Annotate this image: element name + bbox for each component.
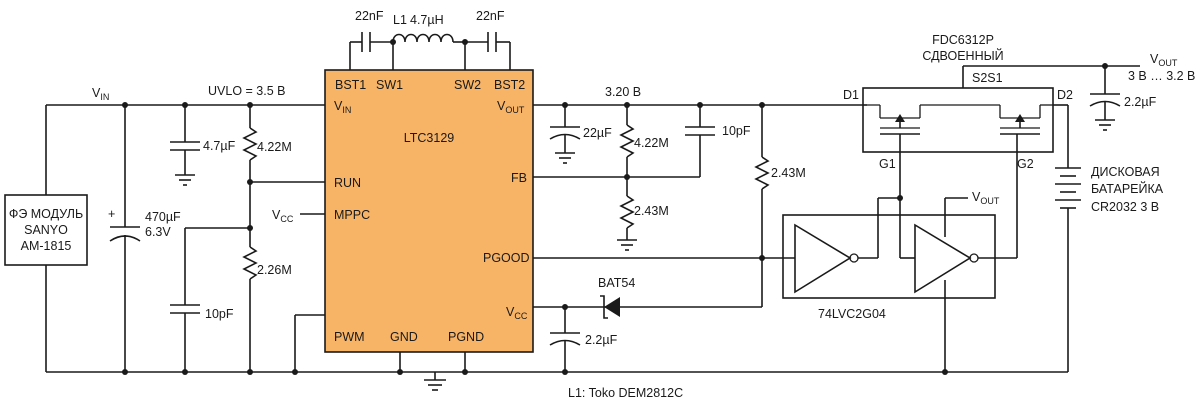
pin-vcc: VCC [506, 305, 528, 321]
mosfet-part: FDC6312P [932, 33, 994, 47]
uvlo-label: UVLO = 3.5 В [208, 84, 285, 98]
pin-vout: VOUT [497, 99, 525, 115]
inverter-2 [914, 223, 972, 294]
output-cap-value: 22µF [583, 126, 612, 140]
mosfet-d2: D2 [1057, 88, 1073, 102]
mosfet-desc: СДВОЕННЫЙ [922, 48, 1003, 63]
dual-pmosfet: FDC6312P СДВОЕННЫЙ S2S1 D1 D2 G1 G2 [843, 33, 1073, 258]
pin-mppc: MPPC [334, 208, 370, 222]
run-divider: 4.22M 2.26M [242, 105, 325, 375]
footnote: L1: Toko DEM2812C [568, 386, 683, 400]
bulk-cap-voltage: 6.3V [145, 225, 171, 239]
battery-line2: БАТАРЕЙКА [1091, 181, 1164, 196]
input-decoupling-capacitor: 4.7µF [170, 105, 236, 186]
fb-r-top-value: 4.22M [634, 136, 669, 150]
vout-output-rail: VOUT 3 В … 3.2 В 2.2µF [963, 52, 1195, 131]
pin-bst1: BST1 [335, 78, 366, 92]
bulk-capacitor: + 470µF 6.3V [108, 105, 181, 375]
feedback-divider: 4.22M 2.43M [533, 105, 700, 251]
battery-line3: CR2032 3 В [1091, 200, 1159, 214]
mosfet-d1: D1 [843, 88, 859, 102]
bulk-cap-value: 470µF [145, 210, 181, 224]
inductor-value: 4.7µH [410, 13, 444, 27]
ltc3129-chip: LTC3129 BST1 SW1 SW2 BST2 VIN RUN MPPC P… [324, 69, 534, 375]
vout-rail-label: VOUT [1150, 52, 1178, 68]
pin-pgnd: PGND [448, 330, 484, 344]
output-capacitor: 22µF [549, 105, 612, 164]
coin-battery: ДИСКОВАЯ БАТАРЕЙКА CR2032 3 В [1000, 165, 1164, 373]
pwm-ground [292, 314, 325, 375]
ground-rail [45, 265, 1000, 391]
inductor-ref: L1 [393, 13, 407, 27]
pv-module: ФЭ МОДУЛЬ SANYO AM-1815 [4, 194, 88, 266]
pgood-pullup: 2.43M [533, 105, 806, 307]
inverter-package: 74LVC2G04 VOUT [782, 190, 1017, 375]
logic-vout-label: VOUT [972, 190, 1000, 206]
run-r-top-value: 4.22M [257, 140, 292, 154]
mosfet-s2s1: S2S1 [972, 71, 1003, 85]
pin-vin: VIN [334, 99, 351, 115]
pv-module-line3: AM-1815 [21, 239, 72, 253]
mosfet-g2: G2 [1017, 157, 1034, 171]
mosfet-g1: G1 [879, 157, 896, 171]
pin-gnd: GND [390, 330, 418, 344]
pin-pgood: PGOOD [483, 251, 530, 265]
mppc-vcc-label: VCC [272, 208, 294, 224]
pin-run: RUN [334, 176, 361, 190]
vin-label: VIN [92, 86, 109, 102]
feedforward-capacitor: 10pF [685, 105, 751, 177]
pv-module-line2: SANYO [24, 223, 68, 237]
ff-cap-value: 10pF [722, 124, 751, 138]
mppc-cap-value: 10pF [205, 307, 234, 321]
pin-pwm: PWM [334, 330, 365, 344]
bst-cap-left-value: 22nF [355, 9, 384, 23]
pullup-r-value: 2.43M [771, 166, 806, 180]
inductor-network: L1 4.7µH 22nF 22nF [349, 9, 511, 70]
vout-voltage: 3.20 В [605, 85, 641, 99]
bat54-label: BAT54 [598, 276, 635, 290]
vout-range: 3 В … 3.2 В [1128, 69, 1195, 83]
mppc-vcc: VCC [272, 208, 325, 224]
battery-line1: ДИСКОВАЯ [1091, 165, 1160, 179]
vout-bus: 3.20 В [533, 85, 867, 108]
pin-sw1: SW1 [376, 78, 403, 92]
ic-name: LTC3129 [404, 131, 455, 145]
pin-sw2: SW2 [454, 78, 481, 92]
vcc-cap-value: 2.2µF [585, 333, 618, 347]
inverter-1 [794, 223, 852, 294]
bst-cap-right-value: 22nF [476, 9, 505, 23]
decoupling-cap-value: 4.7µF [203, 139, 236, 153]
svg-text:+: + [108, 207, 115, 221]
vout-rail-cap: 2.2µF [1124, 95, 1157, 109]
pv-module-line1: ФЭ МОДУЛЬ [9, 207, 83, 221]
pin-fb: FB [511, 171, 527, 185]
run-r-bottom-value: 2.26M [257, 263, 292, 277]
fb-r-bottom-value: 2.43M [634, 204, 669, 218]
mppc-capacitor: 10pF [170, 227, 250, 375]
vcc-circuit: BAT54 2.2µF [533, 276, 762, 375]
pin-bst2: BST2 [494, 78, 525, 92]
logic-part-label: 74LVC2G04 [818, 307, 886, 321]
